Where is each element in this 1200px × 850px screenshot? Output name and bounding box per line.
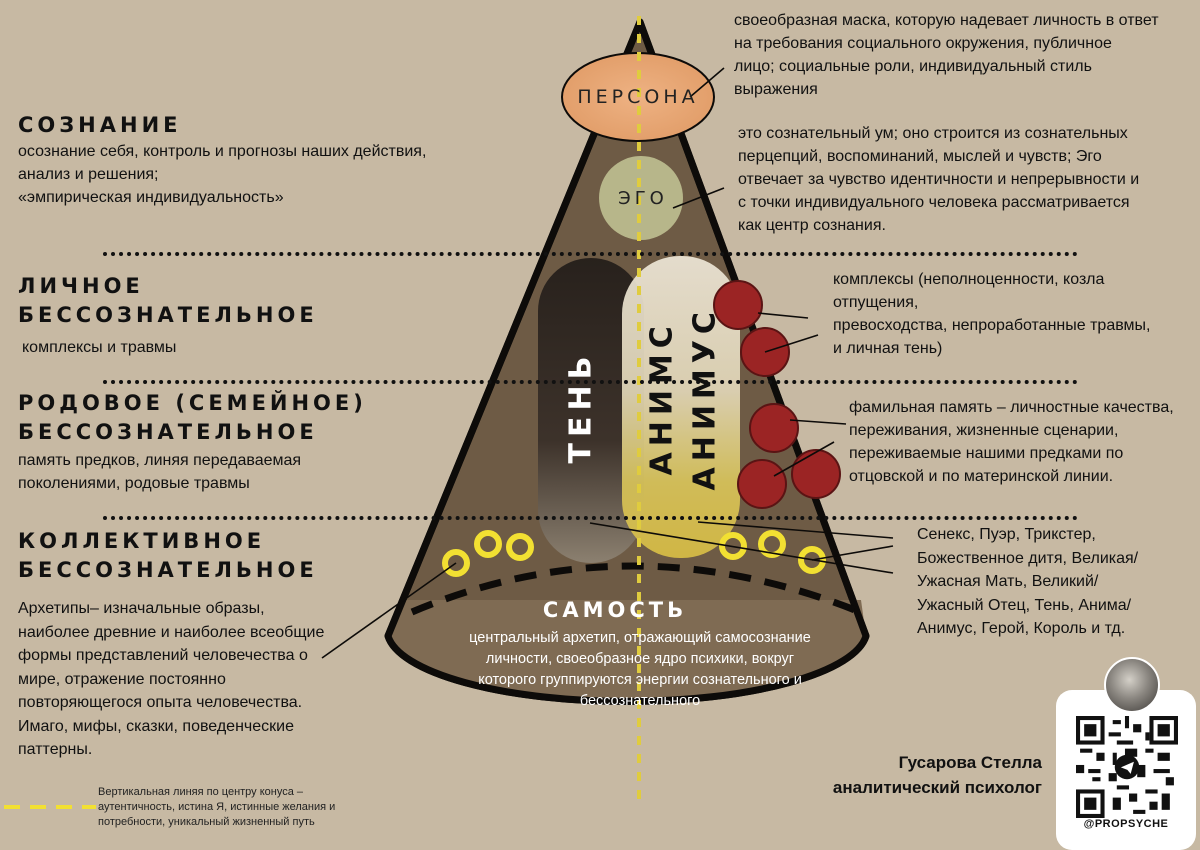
text-line: Ужасная Мать, Великий/ <box>917 570 1200 594</box>
personal-title-1: ЛИЧНОЕ <box>18 272 438 301</box>
family-memory-description: фамильная память – личностные качества, … <box>849 396 1200 488</box>
text-line: как центр сознания. <box>738 214 1200 237</box>
consciousness-title: СОЗНАНИЕ <box>18 111 498 140</box>
text-line: Сенекс, Пуэр, Трикстер, <box>917 523 1200 547</box>
family-text: память предков, линяя передаваемая покол… <box>18 449 438 495</box>
text-line: переживания, жизненные сценарии, <box>849 419 1200 442</box>
text-line: отвечает за чувство идентичности и непре… <box>738 168 1200 191</box>
complexes-description: комплексы (неполноценности, козла отпуще… <box>833 268 1200 360</box>
legend-text: Вертикальная линяя по центру конуса – ау… <box>98 785 378 830</box>
text-line: с точки индивидуального человека рассмат… <box>738 191 1200 214</box>
text-line: отпущения, <box>833 291 1200 314</box>
anima-label: АНИМС <box>645 336 680 476</box>
persona-label: ПЕРСОНА <box>560 86 716 108</box>
self-line: которого группируются энергии сознательн… <box>430 670 850 691</box>
text-line: и личная тень) <box>833 337 1200 360</box>
text-line: Имаго, мифы, сказки, поведенческие <box>18 715 398 739</box>
separator-family <box>103 516 1078 520</box>
self-line: центральный архетип, отражающий самосозн… <box>430 628 850 649</box>
text-line: своеобразная маска, которую надевает лич… <box>734 9 1200 32</box>
consciousness-text: осознание себя, контроль и прогнозы наши… <box>18 140 498 209</box>
text-line: Божественное дитя, Великая/ <box>917 547 1200 571</box>
text-line: Архетипы– изначальные образы, <box>18 597 398 621</box>
text-line: лицо; социальные роли, индивидуальный ст… <box>734 55 1200 78</box>
text-line: фамильная память – личностные качества, <box>849 396 1200 419</box>
archetypes-description: Сенекс, Пуэр, Трикстер, Божественное дит… <box>917 523 1200 641</box>
qr-card[interactable]: @PROPSYCHE <box>1056 690 1196 850</box>
personal-title-2: БЕССОЗНАТЕЛЬНОЕ <box>18 301 438 330</box>
ego-label: ЭГО <box>600 188 686 209</box>
self-line: личности, своеобразное ядро психики, вок… <box>430 649 850 670</box>
text-line: превосходства, непроработанные травмы, <box>833 314 1200 337</box>
text-line: формы представлений человечества о <box>18 644 398 668</box>
animus-label: АНИМУС <box>688 321 723 491</box>
persona-description: своеобразная маска, которую надевает лич… <box>734 9 1200 101</box>
author-name: Гусарова Стелла <box>800 753 1042 773</box>
legend-dashed-line <box>0 797 100 817</box>
collective-title-2: БЕССОЗНАТЕЛЬНОЕ <box>18 556 398 585</box>
separator-personal <box>103 380 1078 384</box>
text-line: «эмпирическая индивидуальность» <box>18 186 498 209</box>
ego-description: это сознательный ум; оно строится из соз… <box>738 122 1200 237</box>
text-line: мире, отражение постоянно <box>18 668 398 692</box>
avatar <box>1104 657 1160 713</box>
text-line: потребности, уникальный жизненный путь <box>98 815 378 830</box>
text-line: отцовской и по материнской линии. <box>849 465 1200 488</box>
text-line: это сознательный ум; оно строится из соз… <box>738 122 1200 145</box>
personal-text: комплексы и травмы <box>18 336 438 359</box>
text-line: память предков, линяя передаваемая <box>18 449 438 472</box>
text-line: анализ и решения; <box>18 163 498 186</box>
separator-consciousness <box>103 252 1078 256</box>
family-section: РОДОВОЕ (СЕМЕЙНОЕ) БЕССОЗНАТЕЛЬНОЕ памят… <box>18 389 438 495</box>
text-line: Ужасный Отец, Тень, Анима/ <box>917 594 1200 618</box>
text-line: наиболее древние и наиболее всеобщие <box>18 621 398 645</box>
self-line: бессознательного <box>430 691 850 712</box>
text-line: выражения <box>734 78 1200 101</box>
family-title-2: БЕССОЗНАТЕЛЬНОЕ <box>18 418 438 447</box>
personal-section: ЛИЧНОЕ БЕССОЗНАТЕЛЬНОЕ комплексы и травм… <box>18 272 438 359</box>
text-line: поколениями, родовые травмы <box>18 472 438 495</box>
text-line: на требования социального окружения, пуб… <box>734 32 1200 55</box>
text-line: Анимус, Герой, Король и тд. <box>917 617 1200 641</box>
consciousness-section: СОЗНАНИЕ осознание себя, контроль и прог… <box>18 111 498 209</box>
shadow-label: ТЕНЬ <box>564 364 599 464</box>
text-line: осознание себя, контроль и прогнозы наши… <box>18 140 498 163</box>
collective-text: Архетипы– изначальные образы, наиболее д… <box>18 597 398 762</box>
collective-title-1: КОЛЛЕКТИВНОЕ <box>18 527 398 556</box>
text-line: перцепций, воспоминаний, мыслей и чувств… <box>738 145 1200 168</box>
collective-section: КОЛЛЕКТИВНОЕ БЕССОЗНАТЕЛЬНОЕ Архетипы– и… <box>18 527 398 762</box>
text-line: переживаемые нашими предками по <box>849 442 1200 465</box>
text-line: Вертикальная линяя по центру конуса – <box>98 785 378 800</box>
text-line: комплексы (неполноценности, козла <box>833 268 1200 291</box>
self-title: САМОСТЬ <box>520 598 710 622</box>
text-line: паттерны. <box>18 738 398 762</box>
text-line: аутентичность, истина Я, истинные желани… <box>98 800 378 815</box>
family-title-1: РОДОВОЕ (СЕМЕЙНОЕ) <box>18 389 438 418</box>
text-line: повторяющегося опыта человечества. <box>18 691 398 715</box>
author-role: аналитический психолог <box>760 778 1042 798</box>
self-description: центральный архетип, отражающий самосозн… <box>430 628 850 712</box>
qr-code-icon[interactable] <box>1076 716 1178 818</box>
qr-handle: @PROPSYCHE <box>1056 818 1196 830</box>
